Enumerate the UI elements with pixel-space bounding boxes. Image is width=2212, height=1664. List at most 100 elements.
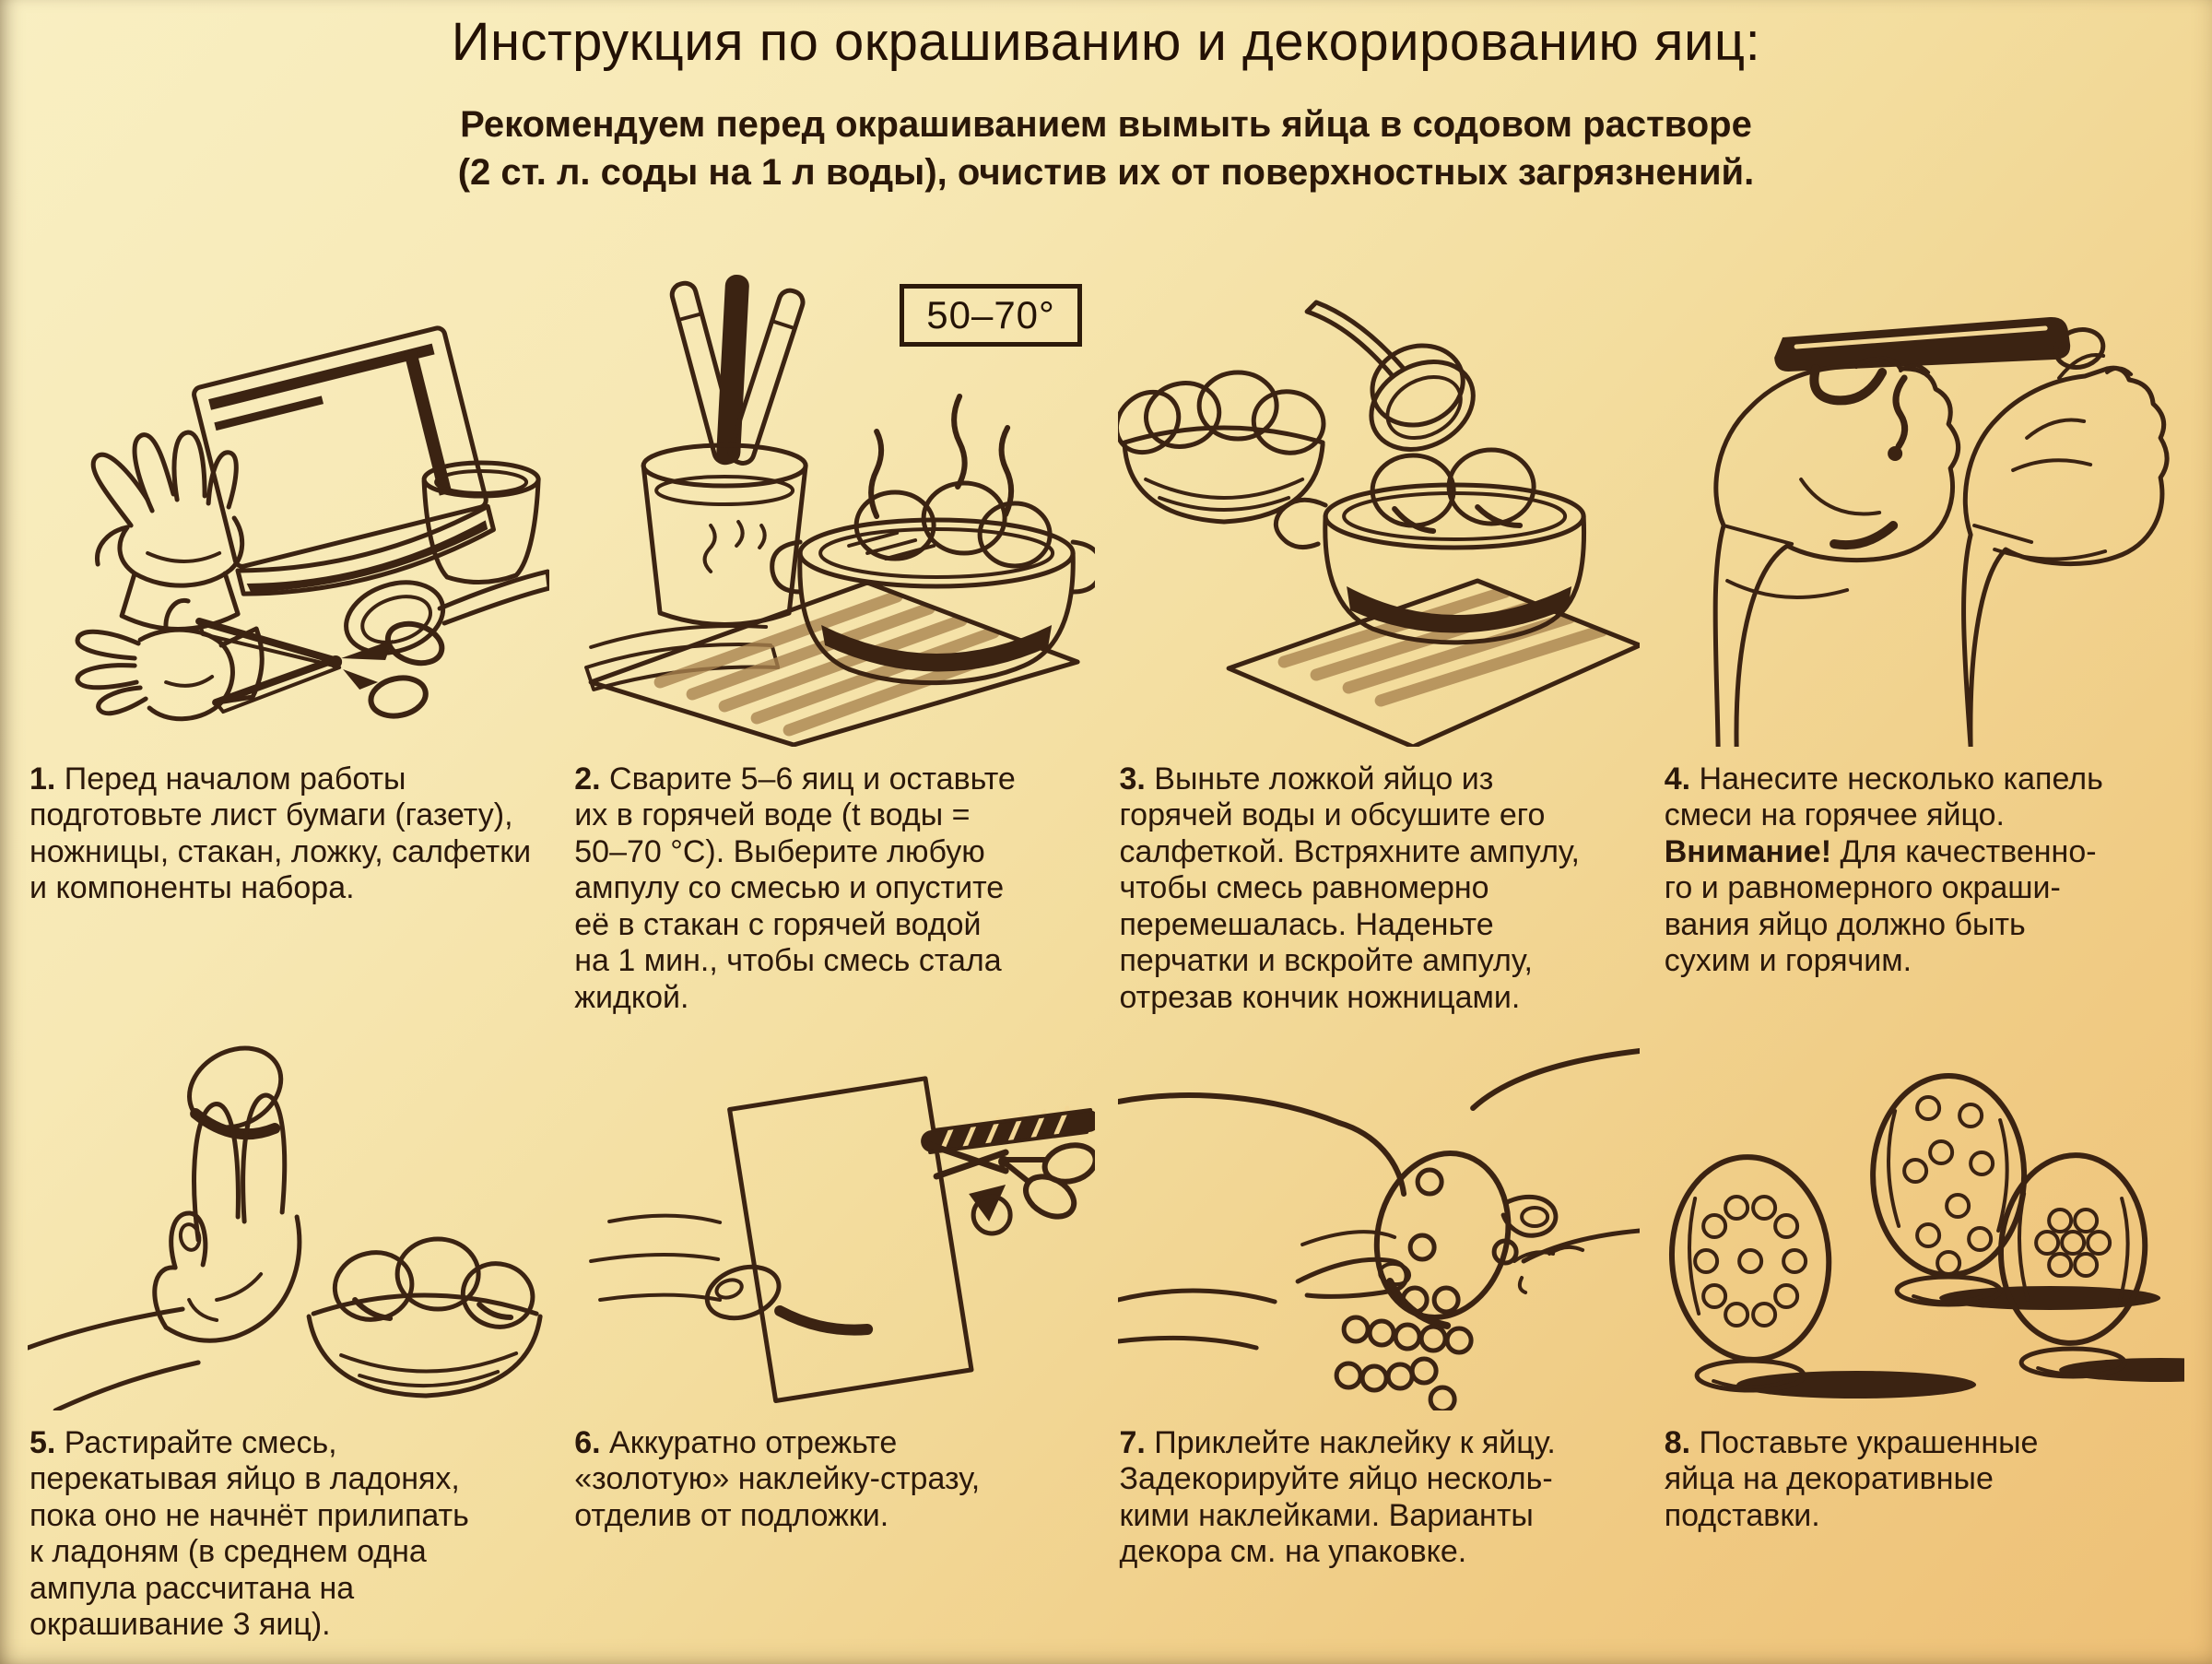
glove-icon xyxy=(90,430,245,631)
shadow xyxy=(1938,1286,2160,1310)
hands-decorating-egg-illustration xyxy=(1117,1048,1640,1410)
step-2-panel: 50–70° 2. Сварите 5–6 яиц и оставьте их … xyxy=(572,249,1095,1023)
step-4-text: 4. Нанесите несколько капель смеси на го… xyxy=(1665,761,2184,980)
bowl-of-eggs-icon xyxy=(1117,370,1325,525)
step-3-illustration-area xyxy=(1117,249,1640,747)
cut-sticker-icon xyxy=(969,1185,1013,1236)
gloved-hand-icon xyxy=(1960,327,2170,747)
step-7-panel: 7. Приклейте наклейку к яйцу. Задекориру… xyxy=(1117,1023,1640,1644)
step-body: Аккуратно отрежьте «золотую» наклейку-ст… xyxy=(574,1425,981,1533)
egg-icon xyxy=(853,490,936,561)
gloved-hands-ampoule-illustration xyxy=(1712,316,2170,747)
step-8-panel: 8. Поставьте украшенные яйца на декорати… xyxy=(1663,1023,2184,1644)
dye-drip-icon xyxy=(1892,374,1908,450)
step-number: 8. xyxy=(1664,1425,1691,1460)
glove-icon xyxy=(75,597,265,722)
step-body: Поставьте украшенные яйца на декоративны… xyxy=(1664,1425,2039,1533)
pot-with-eggs-icon xyxy=(770,425,1095,686)
decorated-egg-icon xyxy=(1869,1073,2027,1307)
hand-holding-egg-icon xyxy=(28,1045,302,1410)
step-1-panel: 1. Перед началом работы подготовьте лист… xyxy=(28,249,550,1023)
step-number: 4. xyxy=(1664,761,1691,797)
steam-icon xyxy=(951,394,968,490)
egg-stand-icon xyxy=(1694,1358,1806,1393)
steam-icon xyxy=(998,425,1015,517)
step-number: 5. xyxy=(29,1425,56,1460)
egg-icon xyxy=(977,501,1053,569)
pot-with-eggs-icon xyxy=(1273,447,1586,645)
step-6-text: 6. Аккуратно отрежьте «золотую» наклейку… xyxy=(574,1425,1094,1534)
hand-icon xyxy=(1469,1048,1640,1294)
glass-ampoules-pot-illustration xyxy=(584,275,1095,747)
step-4-panel: 4. Нанесите несколько капель смеси на го… xyxy=(1663,249,2184,1023)
step-number: 1. xyxy=(29,761,56,797)
glass-with-ampoules-icon xyxy=(641,275,808,627)
scissors-icon xyxy=(926,1141,1095,1220)
cup-icon xyxy=(421,460,541,585)
temperature-badge: 50–70° xyxy=(900,284,1082,347)
decorated-egg-icon xyxy=(1668,1154,1832,1393)
step-1-illustration-area xyxy=(28,249,550,747)
step-3-text: 3. Выньте ложкой яйцо из горячей воды и … xyxy=(1120,761,1640,1016)
sticker-icon xyxy=(1491,1238,1519,1266)
egg-icon xyxy=(1143,381,1221,449)
shadow xyxy=(1735,1371,1976,1398)
step-2-illustration-area xyxy=(572,249,1095,747)
step-5-panel: 5. Растирайте смесь, перекатывая яйцо в … xyxy=(28,1023,549,1644)
page-subtitle: Рекомендуем перед окрашиванием вымыть яй… xyxy=(457,104,1755,193)
step-body: Перед началом работы подготовьте лист бу… xyxy=(29,761,532,906)
step-2-text: 2. Сварите 5–6 яиц и оставьте их в горяч… xyxy=(574,761,1094,1016)
sticker-strip-icon xyxy=(921,1105,1095,1155)
hand-icon xyxy=(589,1213,874,1336)
step-body: Сварите 5–6 яиц и оставьте их в горячей … xyxy=(574,761,1016,1015)
spoon-egg-pot-illustration xyxy=(1117,300,1640,747)
gloved-hand-icon xyxy=(1712,356,1960,747)
striped-mat-icon xyxy=(1226,578,1640,747)
egg-icon xyxy=(1446,447,1536,526)
step-5-illustration-area xyxy=(28,1023,549,1410)
egg-icon xyxy=(460,1261,535,1329)
egg-icon xyxy=(394,1236,481,1312)
decorated-eggs-on-stands-illustration xyxy=(1668,1073,2184,1398)
step-3-panel: 3. Выньте ложкой яйцо из горячей воды и … xyxy=(1117,249,1640,1023)
egg-stand-icon xyxy=(1894,1274,2003,1307)
step-body: Приклейте наклейку к яйцу. Задекорируйте… xyxy=(1119,1425,1556,1570)
steam-icon xyxy=(868,429,885,519)
spoon-icon xyxy=(344,569,550,655)
step-5-text: 5. Растирайте смесь, перекатывая яйцо в … xyxy=(29,1425,549,1644)
step-7-text: 7. Приклейте наклейку к яйцу. Задекориру… xyxy=(1120,1425,1640,1571)
newspaper-gloves-scissors-illustration xyxy=(75,325,550,722)
egg-icon xyxy=(1369,343,1465,428)
spoon-lifting-egg-icon xyxy=(1304,300,1476,452)
step-1-text: 1. Перед началом работы подготовьте лист… xyxy=(29,761,549,907)
newspaper-icon xyxy=(192,325,496,596)
egg-icon xyxy=(1196,370,1279,442)
sticker-sheet-icon xyxy=(727,1076,974,1404)
step-8-text: 8. Поставьте украшенные яйца на декорати… xyxy=(1665,1425,2184,1534)
step-number: 7. xyxy=(1119,1425,1146,1460)
egg-stand-icon xyxy=(2018,1346,2127,1379)
step-6-panel: 6. Аккуратно отрежьте «золотую» наклейку… xyxy=(572,1023,1095,1644)
warning-label: Внимание! xyxy=(1664,833,1832,869)
step-number: 3. xyxy=(1119,761,1146,797)
scissors-icon xyxy=(195,618,445,719)
step-6-illustration-area xyxy=(572,1023,1095,1410)
step-8-illustration-area xyxy=(1663,1023,2184,1410)
egg-icon xyxy=(921,480,1007,556)
step-body: Растирайте смесь, перекатывая яйцо в лад… xyxy=(29,1425,469,1643)
page-title: Инструкция по окрашиванию и декорировани… xyxy=(451,12,1761,72)
step-body: Выньте ложкой яйцо из горячей воды и обс… xyxy=(1119,761,1580,1015)
hand-with-egg-and-bowl-illustration xyxy=(28,1045,543,1410)
step-number: 2. xyxy=(574,761,601,797)
egg-icon xyxy=(1251,389,1325,455)
step-body: Для качественно- го и равномерного окраш… xyxy=(1664,833,2097,979)
step-4-illustration-area xyxy=(1663,249,2184,747)
sticker-sheet-scissors-illustration xyxy=(589,1076,1095,1404)
step-body: Нанесите несколько капель смеси на горяч… xyxy=(1664,761,2103,833)
step-number: 6. xyxy=(574,1425,601,1460)
egg-icon xyxy=(1117,389,1181,455)
scattered-stickers-icon xyxy=(1334,1285,1474,1410)
step-7-illustration-area xyxy=(1117,1023,1640,1410)
bowl-of-eggs-icon xyxy=(306,1236,543,1398)
